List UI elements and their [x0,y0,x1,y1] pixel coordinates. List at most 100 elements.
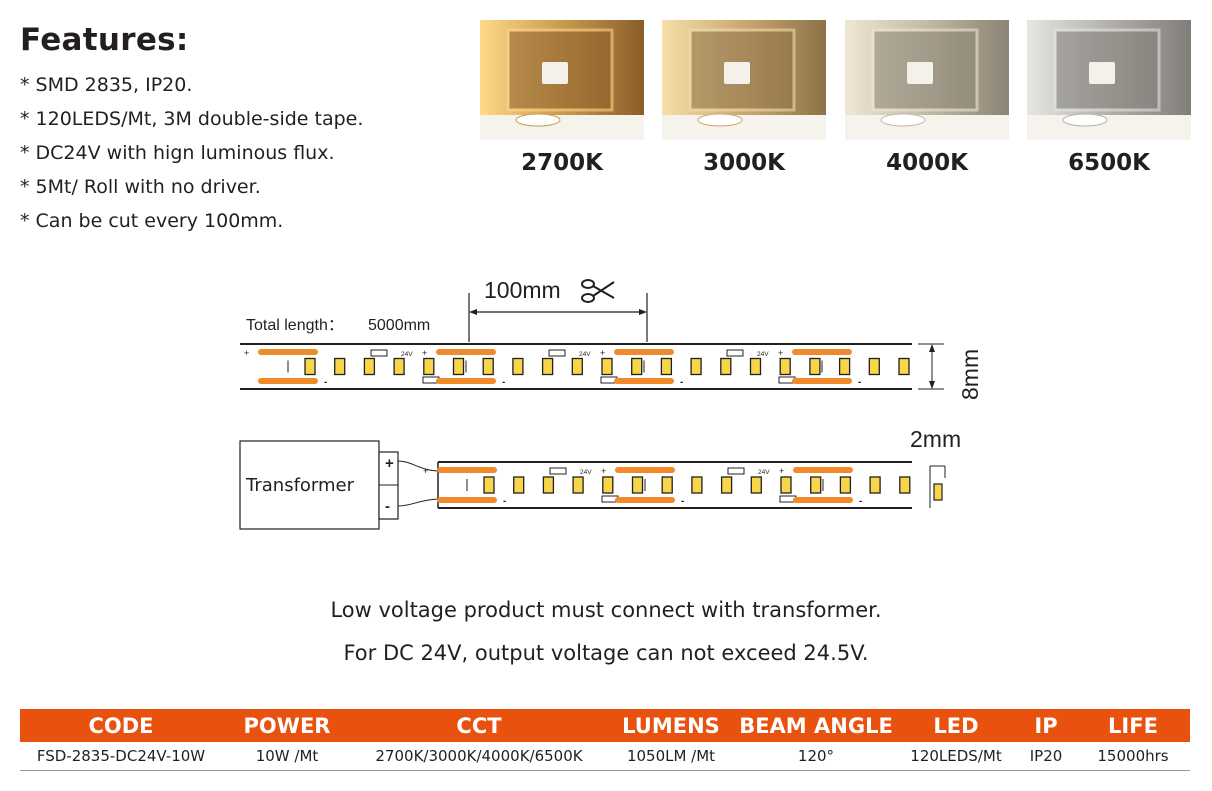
led-chip [631,357,643,376]
led-chip [483,476,495,494]
feature-item: * Can be cut every 100mm. [20,210,284,232]
led-strip-diagram: 100mm Total length： 5000mm + - 24V + - 24V + - 2… [239,277,983,530]
column-header: CODE [20,709,222,742]
column-header: LED [896,709,1016,742]
table-row: FSD-2835-DC24V-10W 10W /Mt 2700K/3000K/4… [20,742,1190,771]
column-header: POWER [222,709,352,742]
led-chip [899,476,911,494]
terminal-minus: - [385,498,390,515]
led-chip [838,357,851,376]
terminal-plus: + [385,455,394,472]
copper-pad [437,497,497,503]
transformer-box [239,440,380,530]
led-chip [660,357,673,376]
led-chip [482,357,494,376]
resistor [548,349,566,357]
led-chip [810,476,822,494]
svg-text:24V: 24V [579,351,591,358]
led-chip [779,357,791,376]
total-length-value: 5000mm [368,317,430,334]
led-strip-top: +-24V+-24V+-24V+- [240,343,912,390]
page-title: Features: [20,22,189,58]
column-header: BEAM ANGLE [736,709,896,742]
column-header: LUMENS [606,709,736,742]
cct-label: 3000K [703,150,785,176]
arrow-icon [929,381,935,389]
led-chip [839,476,852,494]
svg-text:+: + [422,348,427,358]
column-header: LIFE [1076,709,1190,742]
svg-text:-: - [502,377,505,388]
svg-text:-: - [324,377,327,388]
note-transformer: Low voltage product must connect with tr… [330,598,882,622]
svg-text:+: + [778,348,783,358]
copper-pad [792,378,852,384]
led-chip [542,476,555,494]
cct-photo-4000k [845,20,1009,140]
table-cell: 120LEDS/Mt [896,742,1016,771]
table-cell: 120° [736,742,896,771]
led-chip [541,357,554,376]
copper-pad [258,378,318,384]
thickness-label: 2mm [910,426,961,452]
table-cell: 10W /Mt [222,742,352,771]
cct-label: 2700K [521,150,603,176]
svg-text:24V: 24V [758,469,770,476]
svg-text:-: - [503,496,506,507]
svg-text:-: - [859,496,862,507]
led-chip [750,476,762,494]
svg-text:+: + [244,348,249,358]
wire [397,498,439,507]
spec-table: CODE POWER CCT LUMENS BEAM ANGLE LED IP … [20,709,1190,771]
svg-text:+: + [423,466,428,476]
led-chip [868,357,880,376]
led-chip [363,357,376,376]
led-chip [513,476,525,494]
svg-text:24V: 24V [757,351,769,358]
copper-pad [615,497,675,503]
feature-item: * DC24V with hign luminous flux. [20,142,335,164]
feature-item: * 5Mt/ Roll with no driver. [20,176,261,198]
svg-text:+: + [779,466,784,476]
led-chip [601,357,613,376]
feature-item: * 120LEDS/Mt, 3M double-side tape. [20,108,364,130]
led-chip [571,357,583,376]
svg-text:+: + [600,348,605,358]
table-cell: FSD-2835-DC24V-10W [20,742,222,771]
led-chip [512,357,524,376]
led-chip [304,357,316,376]
led-chip [334,357,346,376]
cct-label: 6500K [1068,150,1150,176]
led-chip [869,476,881,494]
led-strip-bottom: +-24V+-24V+- [423,461,912,509]
cct-photo-3000k [662,20,826,140]
led-chip [691,476,703,494]
led-profile [933,483,943,501]
svg-text:24V: 24V [401,351,413,358]
svg-text:+: + [601,466,606,476]
copper-pad [614,378,674,384]
scissors-icon [581,279,615,303]
copper-pad [258,349,318,355]
total-length-label: Total length： [246,317,344,334]
copper-pad [614,349,674,355]
resistor [726,349,744,357]
cct-label: 4000K [886,150,968,176]
led-chip [749,357,762,376]
arrow-icon [639,309,647,315]
cct-photo-2700k [480,20,644,140]
feature-item: * SMD 2835, IP20. [20,74,193,96]
copper-pad [793,497,853,503]
led-chip [452,357,465,376]
led-chip [809,357,821,376]
feature-list: * SMD 2835, IP20. * 120LEDS/Mt, 3M doubl… [20,68,363,238]
led-chip [690,357,702,376]
svg-text:-: - [681,496,684,507]
resistor [549,467,567,475]
led-chip [661,476,673,494]
cut-length-label: 100mm [484,277,561,303]
svg-text:-: - [680,377,683,388]
transformer-label: Transformer [245,475,355,496]
led-chip [393,357,405,376]
resistor [370,349,388,357]
